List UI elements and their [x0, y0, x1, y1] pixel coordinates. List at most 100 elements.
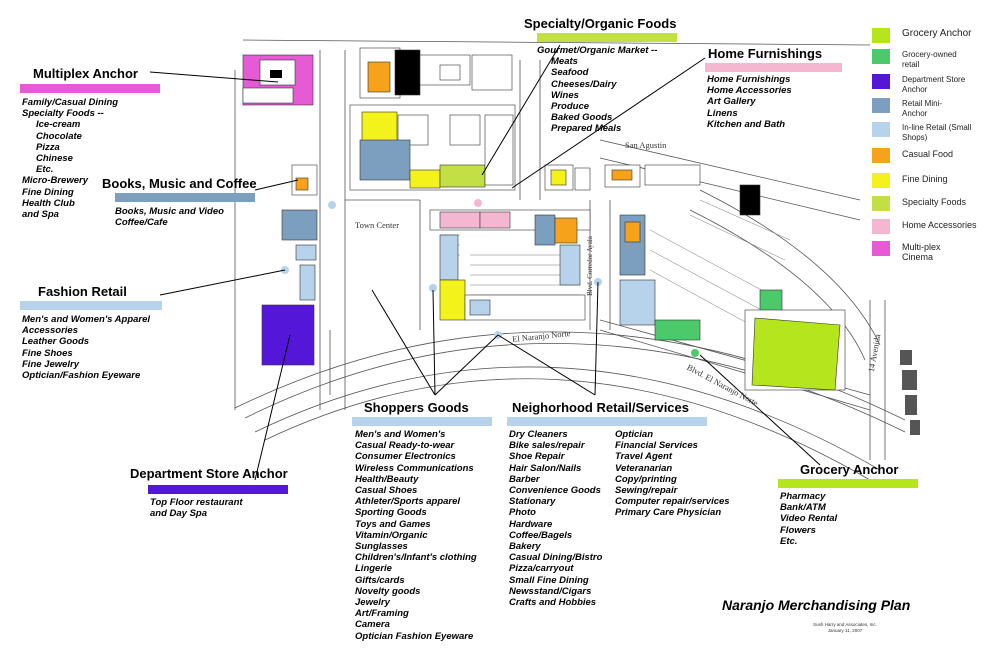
legend-label: Home Accessories: [902, 220, 977, 230]
books-music-coffee-bar: [115, 193, 255, 202]
street-san-agustin: San Agustin: [625, 140, 667, 150]
legend-swatch: [872, 196, 890, 211]
list-item: Meats: [551, 56, 578, 68]
legend-swatch: [872, 173, 890, 188]
east-edge-blocks: [900, 350, 920, 435]
list-item: Primary Care Physician: [615, 507, 722, 519]
department-store-list: Top Floor restaurant and Day Spa: [150, 497, 243, 519]
legend-label: Casual Food: [902, 149, 954, 159]
list-item: Etc.: [36, 164, 54, 176]
list-item: Gifts/cards: [355, 574, 405, 586]
legend-label: Retail Mini-Anchor: [902, 99, 943, 118]
grocery-anchor-list: Pharmacy Bank/ATM Video Rental Flowers E…: [780, 491, 837, 547]
list-item: Home Furnishings: [707, 74, 791, 85]
list-item: Optician Fashion Eyeware: [355, 630, 474, 642]
list-item: Toys and Games: [355, 518, 431, 530]
shoppers-goods-list: Men's and Women's Casual Ready-to-wear C…: [355, 429, 477, 642]
legend-swatch: [872, 74, 890, 89]
list-item: Coffee/Bagels: [509, 529, 573, 541]
central-retail: [429, 209, 591, 321]
list-item: Micro-Brewery: [22, 175, 88, 187]
list-item: Men's and Women's Apparel: [22, 314, 151, 325]
list-item: Photo: [509, 507, 536, 519]
fashion-retail-title: Fashion Retail: [38, 284, 127, 299]
multiplex-anchor-list: Family/Casual Dining Specialty Foods -- …: [22, 97, 118, 220]
list-item: Art/Framing: [355, 608, 409, 620]
list-item: Casual Shoes: [355, 485, 418, 497]
list-item: Financial Services: [615, 440, 698, 452]
courtyard-block: [349, 104, 516, 191]
specialty-organic-title: Specialty/Organic Foods: [524, 16, 677, 31]
list-item: Health/Beauty: [355, 473, 419, 485]
list-item: Sewing/repair: [615, 485, 678, 497]
list-item: Lingerie: [355, 563, 392, 575]
books-music-coffee-list: Books, Music and Video Coffee/Cafe: [115, 206, 224, 228]
legend-label: Grocery Anchor: [902, 28, 972, 39]
list-item: Optician: [615, 429, 654, 440]
list-item: Optician/Fashion Eyeware: [22, 370, 141, 382]
list-item: Athleter/Sports apparel: [355, 496, 461, 508]
list-item: Consumer Electronics: [355, 451, 456, 463]
list-item: Books, Music and Video: [115, 206, 224, 217]
list-item: Etc.: [780, 535, 798, 547]
list-item: Convenience Goods: [509, 485, 601, 497]
credit-block: Sush Harry and Associates, Inc. January …: [790, 622, 900, 634]
list-item: Prepared Meals: [551, 123, 622, 135]
list-item: Home Accessories: [707, 85, 792, 97]
list-item: Leather Goods: [22, 336, 90, 348]
fashion-retail-list: Men's and Women's Apparel Accessories Le…: [22, 314, 150, 381]
list-item: Small Fine Dining: [509, 574, 589, 586]
north-blocks: [359, 47, 513, 99]
shoppers-goods-title: Shoppers Goods: [364, 400, 469, 415]
list-item: Newsstand/Cigars: [509, 585, 592, 597]
legend-label: Grocery-owned retail: [902, 50, 957, 69]
department-store-bar: [148, 485, 288, 494]
legend-label: Specialty Foods: [902, 197, 967, 207]
list-item: Bakery: [509, 541, 541, 553]
legend-swatch: [872, 122, 890, 137]
list-item: Sunglasses: [355, 541, 408, 553]
list-item: Jewelry: [355, 597, 390, 609]
grocery-block: [744, 309, 846, 391]
list-item: Barber: [509, 473, 540, 485]
list-item: Bank/ATM: [780, 502, 826, 514]
list-item: Accessories: [22, 325, 78, 337]
list-item: Fine Dining: [22, 186, 74, 198]
neighborhood-retail-title: Neighorhood Retail/Services: [512, 400, 689, 415]
list-item: Sporting Goods: [355, 507, 427, 519]
list-item: Fine Jewelry: [22, 358, 80, 370]
home-furnishings-bar: [705, 63, 842, 72]
shoppers-goods-bar: [352, 417, 492, 426]
list-item: Camera: [355, 619, 390, 631]
list-item: Linens: [707, 107, 738, 119]
plan-title: Naranjo Merchandising Plan: [722, 597, 911, 613]
list-item: Baked Goods: [551, 112, 613, 124]
legend-swatch: [872, 49, 890, 64]
list-item: Casual Ready-to-wear: [355, 440, 455, 452]
list-item: and Spa: [22, 209, 59, 221]
list-item: Specialty Foods --: [22, 108, 104, 120]
east-retail: [619, 214, 783, 341]
list-item: Produce: [551, 101, 590, 113]
list-item: Coffee/Cafe: [115, 217, 168, 229]
ne-corner-blocks: [544, 164, 761, 216]
list-item: Cheeses/Dairy: [551, 78, 617, 90]
street-blvd-corridor: Blvd. Corredor Ayala: [585, 236, 594, 296]
list-item: Computer repair/services: [615, 496, 730, 508]
list-item: Hair Salon/Nails: [509, 462, 582, 474]
list-item: Bike sales/repair: [509, 440, 585, 452]
list-item: Wines: [551, 89, 579, 101]
list-item: Video Rental: [780, 513, 838, 525]
books-music-coffee-title: Books, Music and Coffee: [102, 176, 257, 191]
street-town-center: Town Center: [355, 220, 400, 230]
list-item: Pizza: [36, 141, 60, 153]
list-item: Ice-cream: [36, 119, 81, 131]
home-furnishings-list: Home Furnishings Home Accessories Art Ga…: [707, 74, 792, 130]
neighborhood-retail-list-1: Dry Cleaners Bike sales/repair Shoe Repa…: [509, 429, 602, 608]
fashion-retail-bar: [20, 301, 162, 310]
list-item: Pharmacy: [780, 491, 826, 502]
list-item: Children's/Infant's clothing: [355, 552, 477, 564]
legend-swatch: [872, 241, 890, 256]
multiplex-anchor-bar: [20, 84, 160, 93]
department-store-title: Department Store Anchor: [130, 466, 288, 481]
